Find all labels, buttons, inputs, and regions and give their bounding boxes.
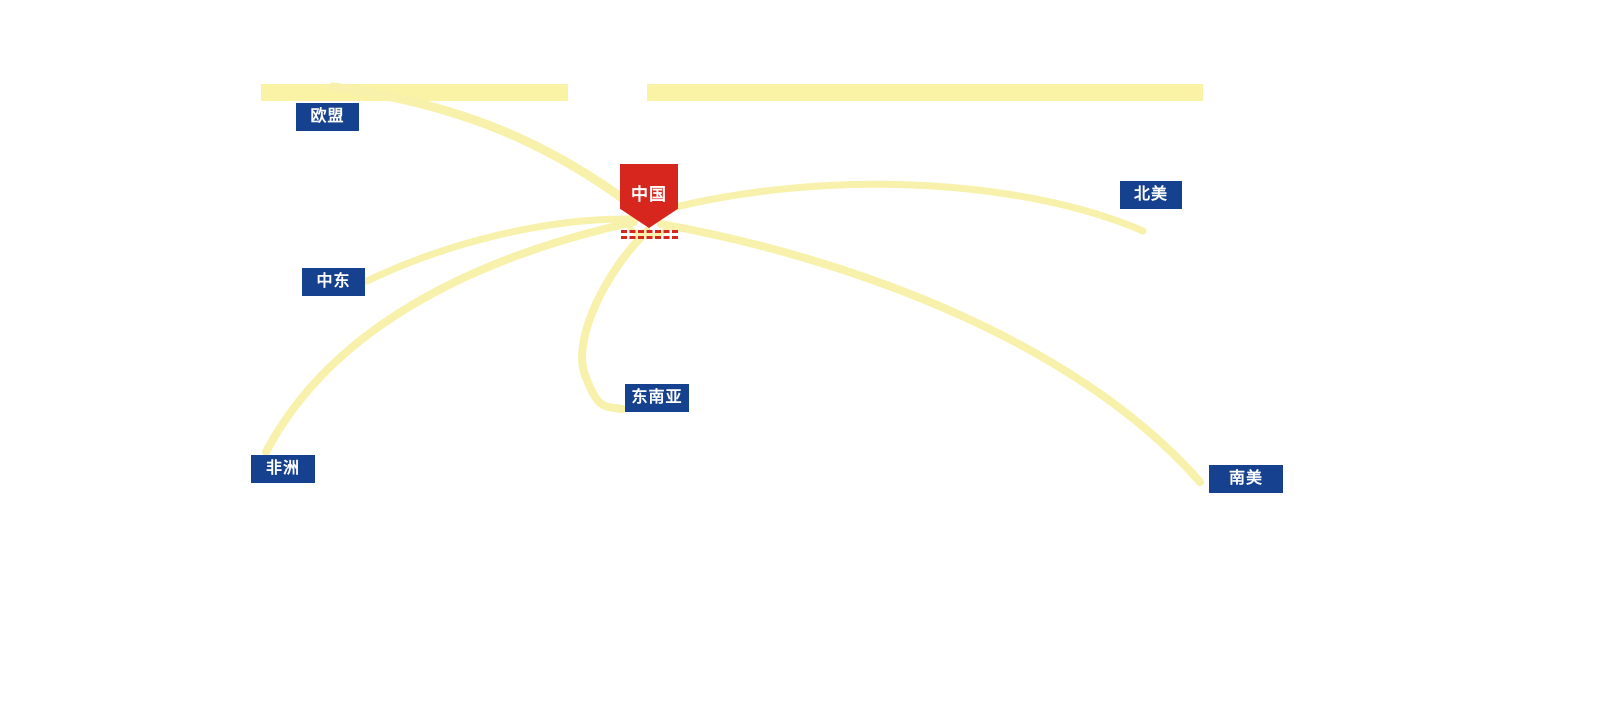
region-label-southeast-asia: 东南亚	[625, 384, 689, 412]
route-china-southeast-asia	[578, 227, 651, 413]
top-route-bar-right	[647, 84, 1203, 101]
route-china-north-america	[652, 180, 1147, 235]
region-label-africa: 非洲	[251, 455, 315, 483]
route-china-south-america	[657, 220, 1204, 486]
pin-ripple-dash	[621, 236, 678, 239]
region-label-eu: 欧盟	[296, 103, 359, 131]
route-china-middle-east	[363, 215, 635, 285]
route-china-eu	[328, 82, 646, 217]
region-label-middle-east: 中东	[302, 268, 365, 296]
region-label-south-america: 南美	[1209, 465, 1283, 493]
route-china-africa	[262, 218, 638, 456]
route-hub-arc	[625, 221, 673, 239]
pin-ripple-dash	[621, 230, 678, 233]
region-label-north-america: 北美	[1120, 181, 1182, 209]
